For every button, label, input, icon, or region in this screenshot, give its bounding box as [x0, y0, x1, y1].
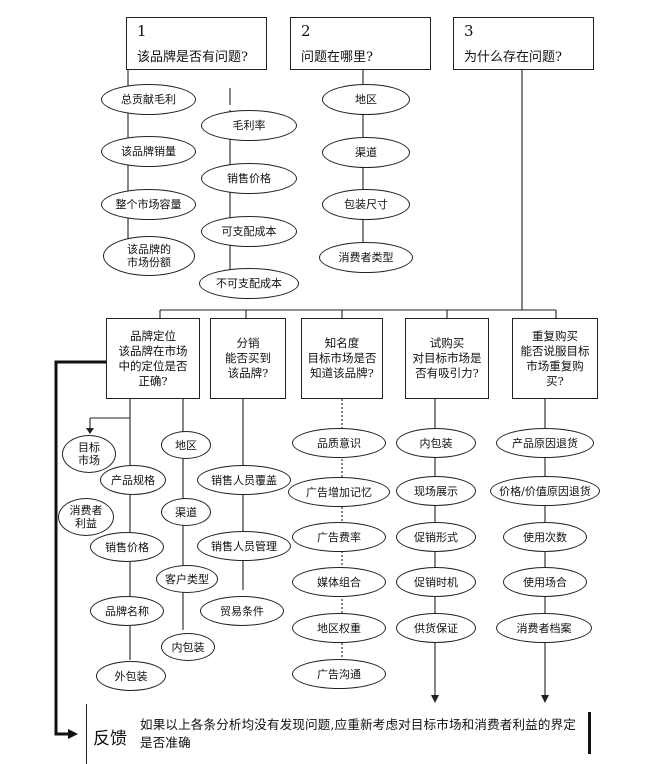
q2-item: 渠道 [322, 137, 410, 168]
question-text: 为什么存在问题? [464, 50, 562, 65]
question-text: 问题在哪里? [301, 50, 373, 65]
col3-item: 品质意识 [292, 428, 386, 458]
feedback-label: 反馈 [93, 729, 127, 749]
q1-sub-item: 毛利率 [201, 110, 297, 141]
col5-item: 使用次数 [503, 522, 587, 552]
col5-item: 使用场合 [503, 567, 587, 597]
feedback-box [86, 704, 592, 764]
col4-item: 现场展示 [396, 476, 476, 506]
col1-item: 消费者 利益 [58, 498, 114, 536]
question-number: 3 [464, 22, 474, 40]
col3-item: 媒体组合 [292, 567, 386, 597]
q1-item: 整个市场容量 [101, 189, 196, 220]
q1-item: 该品牌的 市场份额 [103, 236, 195, 276]
category-box-repeat: 重复购买 能否说服目标 市场重复购 买? [512, 318, 598, 399]
col5-item: 价格/价值原因退货 [490, 476, 600, 506]
col3-item: 广告增加记忆 [288, 477, 390, 507]
col1-item: 品牌名称 [90, 596, 164, 626]
category-box-distribution: 分销 能否买到 该品牌? [210, 318, 286, 399]
col2-item: 内包装 [161, 633, 215, 661]
q1-sub-item: 不可支配成本 [199, 268, 299, 299]
col2-item: 销售人员覆盖 [197, 465, 291, 495]
col5-item: 产品原因退货 [496, 428, 594, 458]
question-number: 1 [137, 22, 147, 40]
q2-item: 消费者类型 [319, 242, 413, 273]
feedback-text: 如果以上各条分析均没有发现问题,应重新考虑对目标市场和消费者利益的界定是否准确 [140, 717, 576, 750]
col4-item: 内包装 [396, 428, 476, 458]
question-number: 2 [301, 22, 311, 40]
col1-item: 目标 市场 [62, 435, 116, 473]
q1-sub-item: 销售价格 [201, 163, 297, 194]
col2-item: 客户类型 [156, 565, 218, 593]
col1-item: 外包装 [96, 661, 166, 691]
q1-sub-item: 可支配成本 [201, 216, 297, 247]
feedback-bar [588, 712, 591, 754]
col3-item: 广告沟通 [292, 659, 386, 689]
q2-item: 包装尺寸 [322, 189, 410, 220]
col5-item: 消费者档案 [496, 613, 592, 643]
question-box-3: 3 为什么存在问题? [453, 17, 594, 70]
col3-item: 地区权重 [292, 613, 386, 643]
col4-item: 促销形式 [396, 522, 476, 552]
col1-item: 产品规格 [100, 465, 166, 495]
category-box-trial: 试购买 对目标市场是 否有吸引力? [405, 318, 489, 399]
col2-item: 销售人员管理 [197, 531, 291, 561]
q2-item: 地区 [322, 84, 410, 115]
col2-item: 贸易条件 [200, 596, 284, 626]
question-box-1: 1 该品牌是否有问题? [126, 17, 267, 70]
q1-item: 该品牌销量 [101, 136, 196, 167]
col4-item: 促销时机 [396, 567, 476, 597]
col2-item: 地区 [161, 431, 211, 459]
col3-item: 广告费率 [292, 522, 386, 552]
col2-item: 渠道 [161, 498, 211, 526]
question-text: 该品牌是否有问题? [137, 50, 248, 65]
col1-item: 销售价格 [90, 532, 164, 562]
question-box-2: 2 问题在哪里? [290, 17, 431, 70]
category-box-awareness: 知名度 目标市场是否 知道该品牌? [301, 318, 383, 399]
col4-item: 供货保证 [396, 613, 476, 643]
category-box-positioning: 品牌定位 该品牌在市场 中的定位是否 正确? [106, 318, 200, 399]
q1-item: 总贡献毛利 [101, 84, 196, 115]
